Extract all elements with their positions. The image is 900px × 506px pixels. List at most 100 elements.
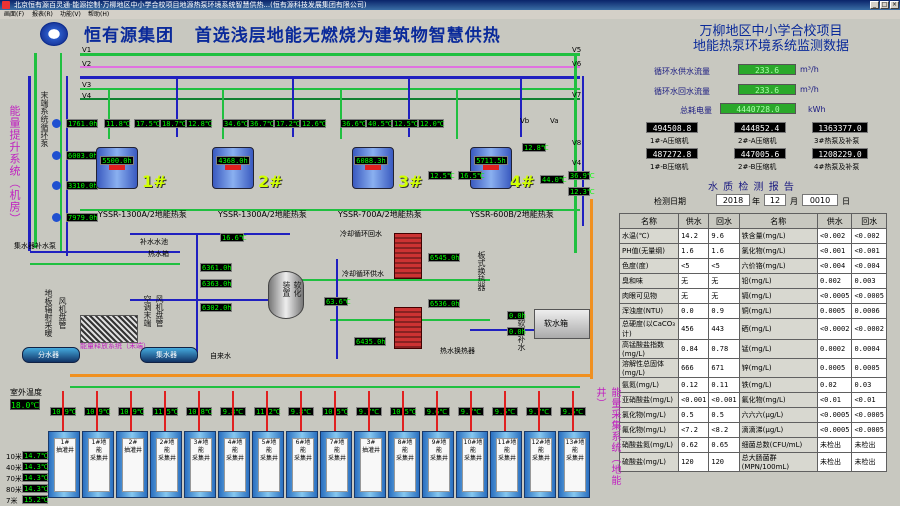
well[interactable]: 5#地能 采集井 <box>252 431 284 498</box>
column-header: 名称 <box>618 213 680 229</box>
table-cell-value: 0.02 <box>816 377 853 393</box>
table-cell-name: 色度(度) <box>618 258 680 274</box>
floor-heating-grid-icon <box>80 315 138 343</box>
unit-number: 1# <box>142 172 167 191</box>
well[interactable]: 8#地能 采集井 <box>388 431 420 498</box>
well[interactable]: 11#地能 采集井 <box>490 431 522 498</box>
day-unit: 日 <box>842 197 850 206</box>
meter-label: 4#热泵及补泵 <box>814 163 860 171</box>
well[interactable]: 4#地能 采集井 <box>218 431 250 498</box>
table-cell-value: <0.001 <box>816 243 853 259</box>
day-field[interactable]: 0010 <box>802 194 838 206</box>
minimize-button[interactable]: _ <box>870 1 879 9</box>
heat-pump-unit-2[interactable] <box>212 147 254 189</box>
well[interactable]: 10#地能 采集井 <box>456 431 488 498</box>
return-flow-label: 循环水回水流量 <box>654 87 710 96</box>
well-pipe <box>232 391 234 431</box>
pipe <box>222 89 224 139</box>
exchange-vlabel: 板式换热器 <box>477 251 486 291</box>
table-cell-value: <0.0005 <box>851 288 887 304</box>
temp-readout: 12.0℃ <box>418 119 445 128</box>
pipe <box>590 199 593 379</box>
pipe <box>408 77 410 137</box>
well-pipe <box>164 391 166 431</box>
well[interactable]: 1# 抽灌井 <box>48 431 80 498</box>
meter-value: 1208229.0 <box>812 148 868 159</box>
table-cell-name: 锌(mg/L) <box>738 358 818 378</box>
menu-item-screen[interactable]: 画面(F) <box>4 11 25 18</box>
table-cell-value: 0.65 <box>708 437 740 453</box>
heat-pump-unit-1[interactable] <box>96 147 138 189</box>
well[interactable]: 2#地能 采集井 <box>150 431 182 498</box>
pipe <box>300 279 490 281</box>
depth-label: 7米 <box>6 497 18 505</box>
well-label: 4#地能 采集井 <box>224 438 246 492</box>
month-field[interactable]: 12 <box>764 194 786 206</box>
table-cell-value: 无 <box>678 273 710 289</box>
power-label: 总耗电量 <box>680 106 712 115</box>
pipe <box>456 89 458 139</box>
table-cell-value: <0.001 <box>708 392 740 408</box>
table-cell-name: 肉眼可见物 <box>618 288 680 304</box>
circ-pump-label: 末端系统循环泵 <box>40 91 49 147</box>
floor-heat-label: 地板辐射采暖 <box>44 289 53 337</box>
pipe <box>80 53 580 56</box>
year-field[interactable]: 2018 <box>716 194 750 206</box>
well[interactable]: 6#地能 采集井 <box>286 431 318 498</box>
collector-label: 集水器 <box>156 351 177 359</box>
well-pipe <box>436 391 438 431</box>
pump-hours: 6435.0h <box>354 337 386 346</box>
unit-hours: 5500.0h <box>100 156 134 165</box>
softener-refill-label: 软化补水 <box>516 319 527 359</box>
menu-item-function[interactable]: 功能(V) <box>60 11 81 18</box>
well-label: 6#地能 采集井 <box>292 438 314 492</box>
temp-readout: 18.7℃ <box>160 119 187 128</box>
table-cell-name: 亚硝酸盐(mg/L) <box>618 392 680 408</box>
well[interactable]: 3# 抽灌井 <box>354 431 386 498</box>
temp-readout: 40.5℃ <box>366 119 393 128</box>
close-button[interactable]: × <box>890 1 899 9</box>
maximize-button[interactable]: □ <box>880 1 889 9</box>
table-cell-value: 0.003 <box>851 273 887 289</box>
pump-icon <box>52 181 61 190</box>
well[interactable]: 7#地能 采集井 <box>320 431 352 498</box>
table-cell-name: 氨氮(mg/L) <box>618 377 680 393</box>
well[interactable]: 3#地能 采集井 <box>184 431 216 498</box>
fan-coil-label: 风机盘管 <box>58 297 67 329</box>
meter-label: 2#-A压缩机 <box>738 137 777 145</box>
pump-hours: 6536.0h <box>428 299 460 308</box>
table-cell-value: <5 <box>708 258 740 274</box>
date-label: 检测日期 <box>654 197 686 206</box>
table-cell-value: <0.0005 <box>816 422 853 438</box>
well[interactable]: 12#地能 采集井 <box>524 431 556 498</box>
well-label: 7#地能 采集井 <box>326 438 348 492</box>
menu-item-report[interactable]: 报表(R) <box>32 11 53 18</box>
temp-readout: 17.5℃ <box>134 119 161 128</box>
valve-label: V2 <box>82 60 92 68</box>
well[interactable]: 13#地能 采集井 <box>558 431 590 498</box>
heat-pump-unit-3[interactable] <box>352 147 394 189</box>
table-cell-value: 1.6 <box>678 243 710 259</box>
well[interactable]: 1#地能 采集井 <box>82 431 114 498</box>
pump-hours: 1761.0h <box>66 119 98 128</box>
year-unit: 年 <box>752 197 760 206</box>
heat-pump-unit-4[interactable] <box>470 147 512 189</box>
table-cell-name: 臭和味 <box>618 273 680 289</box>
menu-item-help[interactable]: 帮助(H) <box>88 11 110 18</box>
table-cell-value: 120 <box>708 452 740 472</box>
column-header: 供水 <box>816 213 853 229</box>
window-title: 北京恒有源百灵通·能源控制·万柳地区中小学合校项目地源热泵环境系统智慧供热...… <box>14 1 367 9</box>
depth-label: 70米 <box>6 475 22 483</box>
well[interactable]: 9#地能 采集井 <box>422 431 454 498</box>
table-cell-value: 0.0 <box>678 303 710 319</box>
table-cell-name: 六价铬(mg/L) <box>738 258 818 274</box>
pipe <box>70 386 580 388</box>
table-cell-name: PH值(无量纲) <box>618 243 680 259</box>
table-cell-name: 六六六(μg/L) <box>738 407 818 423</box>
table-cell-value: 0.0005 <box>816 303 853 319</box>
well[interactable]: 2# 抽灌井 <box>116 431 148 498</box>
